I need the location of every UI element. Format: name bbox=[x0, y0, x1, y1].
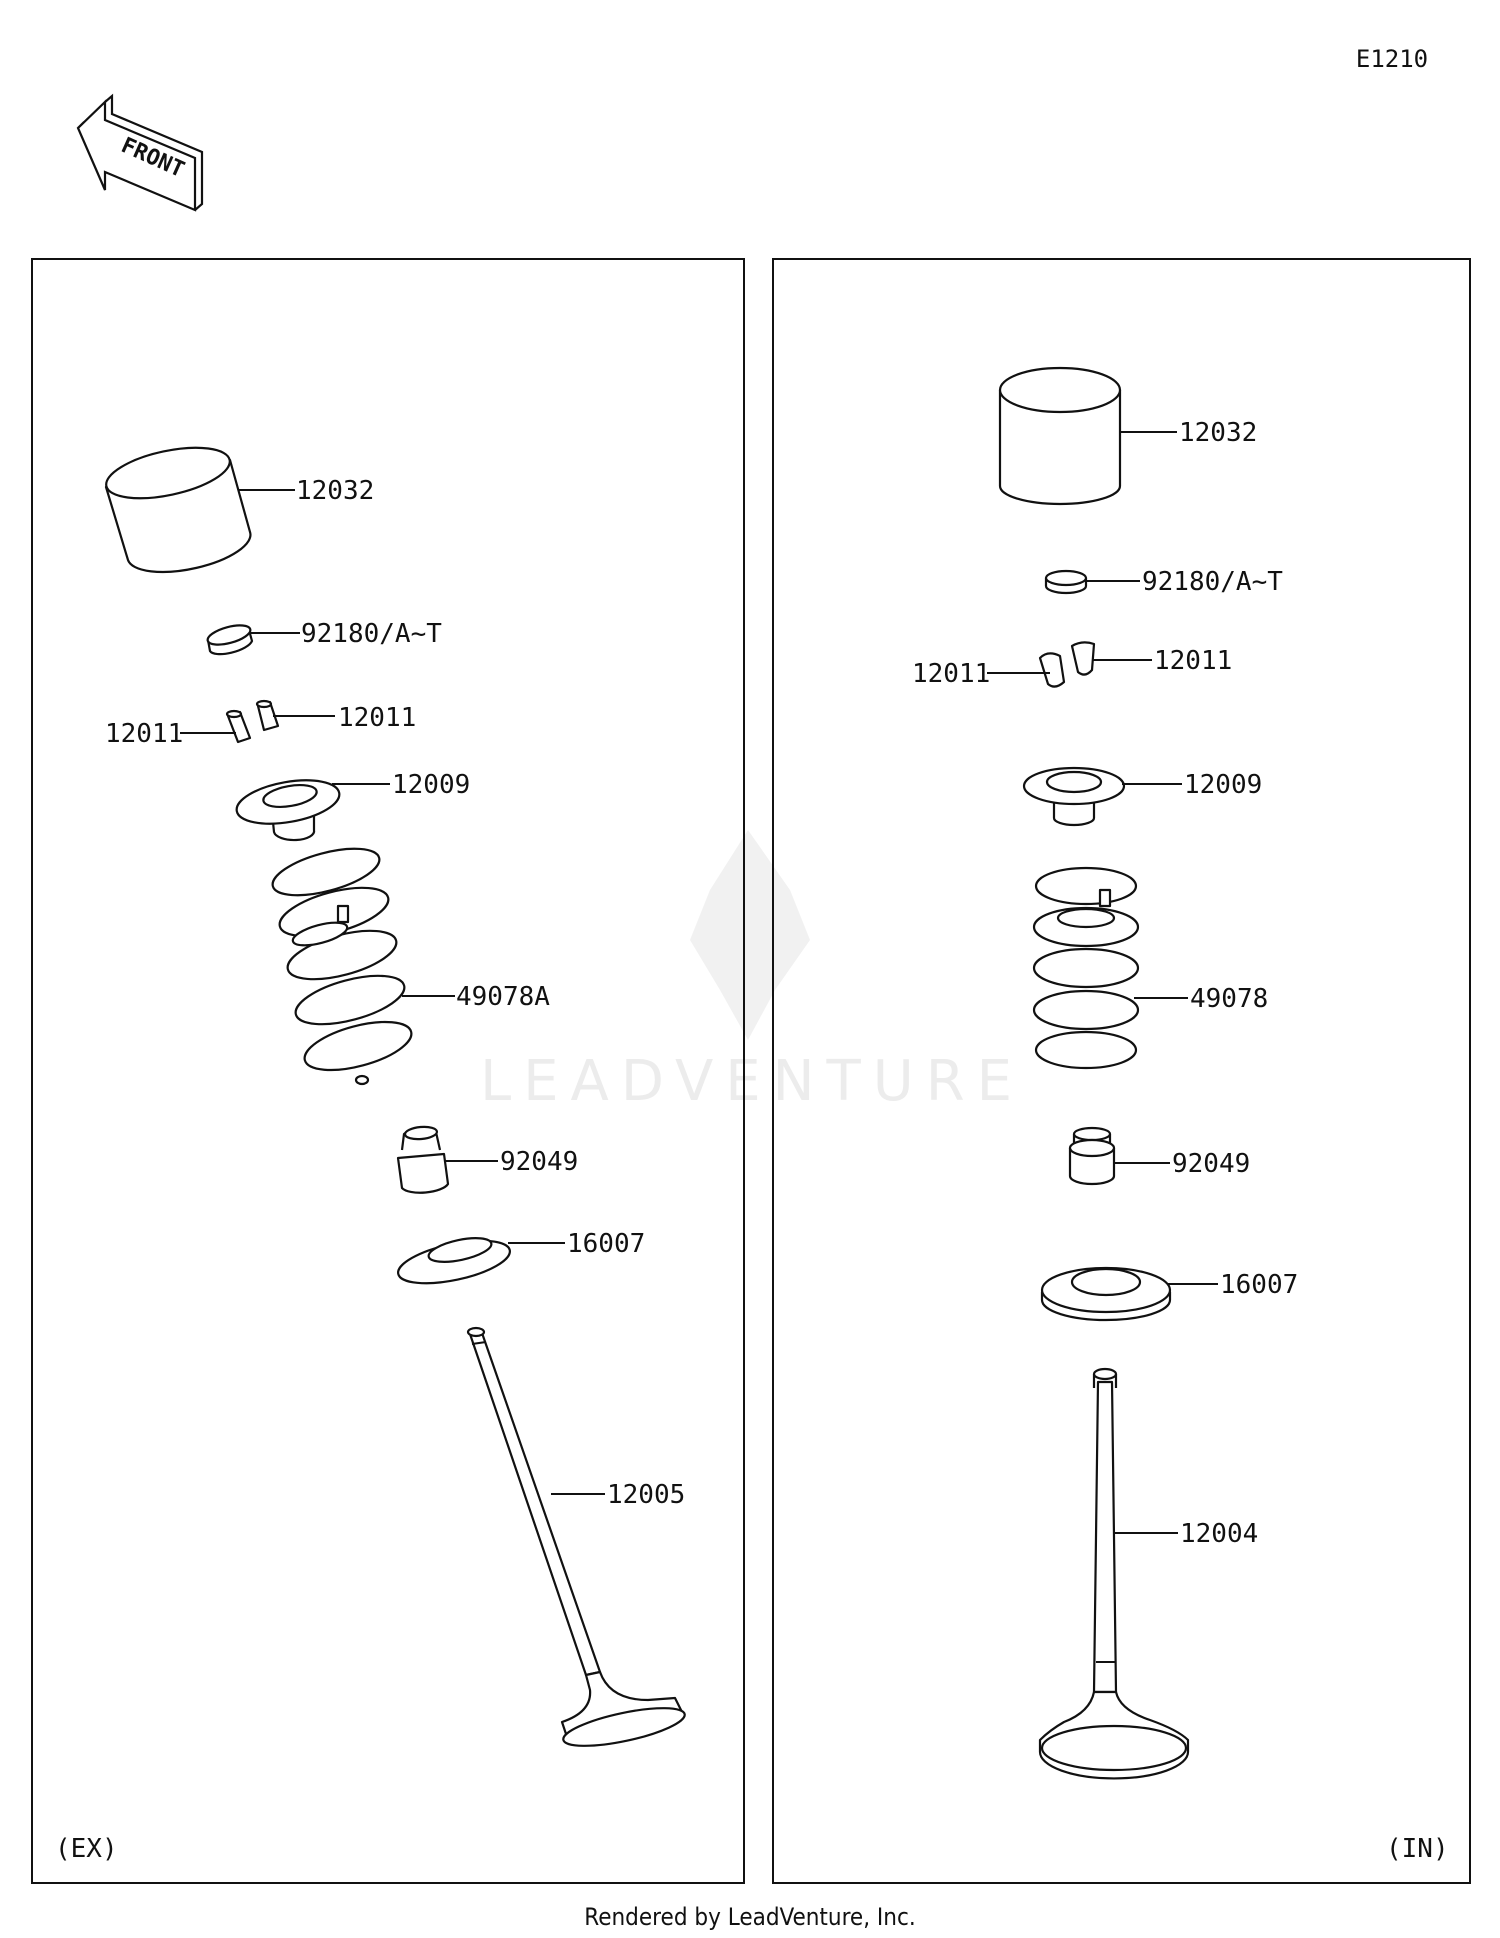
ex-stem-seal bbox=[396, 1125, 450, 1194]
label-in-spring: 49078 bbox=[1190, 984, 1268, 1014]
exhaust-parts: 12032 92180/A~T 12011 12011 12009 bbox=[55, 446, 686, 1864]
in-tappet bbox=[998, 366, 1122, 506]
label-ex-spring-seat: 16007 bbox=[567, 1229, 645, 1259]
panel-tag-ex: (EX) bbox=[55, 1834, 118, 1864]
ex-valve bbox=[466, 1326, 686, 1747]
watermark-logo bbox=[690, 830, 810, 1040]
label-ex-tappet: 12032 bbox=[296, 476, 374, 506]
ex-retainer bbox=[235, 779, 341, 842]
label-in-valve: 12004 bbox=[1180, 1519, 1258, 1549]
panel-tag-in: (IN) bbox=[1386, 1834, 1449, 1864]
in-spring bbox=[1032, 866, 1140, 1070]
in-stem-seal bbox=[1068, 1126, 1116, 1186]
label-in-keeper-right: 12011 bbox=[1154, 646, 1232, 676]
label-in-tappet: 12032 bbox=[1179, 418, 1257, 448]
ex-shim bbox=[206, 624, 254, 656]
label-in-stem-seal: 92049 bbox=[1172, 1149, 1250, 1179]
label-in-spring-seat: 16007 bbox=[1220, 1270, 1298, 1300]
in-valve bbox=[1038, 1367, 1190, 1780]
footer-credit: Rendered by LeadVenture, Inc. bbox=[584, 1903, 916, 1931]
label-in-retainer: 12009 bbox=[1184, 770, 1262, 800]
watermark-text: LEADVENTURE bbox=[480, 1049, 1024, 1114]
in-spring-seat bbox=[1040, 1266, 1172, 1322]
ex-keepers bbox=[225, 699, 280, 744]
diagram-code: E1210 bbox=[1356, 45, 1428, 73]
label-ex-valve: 12005 bbox=[607, 1480, 685, 1510]
intake-parts: 12032 92180/A~T 12011 12011 12009 bbox=[912, 366, 1449, 1864]
ex-tappet bbox=[104, 446, 252, 574]
in-keepers bbox=[1038, 641, 1096, 688]
label-ex-retainer: 12009 bbox=[392, 770, 470, 800]
panel-exhaust bbox=[31, 258, 745, 1884]
ex-spring bbox=[271, 847, 413, 1086]
panel-intake bbox=[772, 258, 1471, 1884]
label-in-keeper-left: 12011 bbox=[912, 659, 990, 689]
in-shim bbox=[1044, 569, 1088, 595]
label-ex-spring: 49078A bbox=[456, 982, 550, 1012]
label-in-shim: 92180/A~T bbox=[1142, 567, 1283, 597]
label-ex-keeper-right: 12011 bbox=[338, 703, 416, 733]
ex-spring-seat bbox=[397, 1237, 511, 1285]
label-ex-shim: 92180/A~T bbox=[301, 619, 442, 649]
label-ex-stem-seal: 92049 bbox=[500, 1147, 578, 1177]
watermark: LEADVENTURE bbox=[480, 830, 1024, 1114]
in-retainer bbox=[1022, 766, 1126, 827]
label-ex-keeper-left: 12011 bbox=[105, 719, 183, 749]
front-arrow-icon: FRONT bbox=[76, 93, 204, 212]
